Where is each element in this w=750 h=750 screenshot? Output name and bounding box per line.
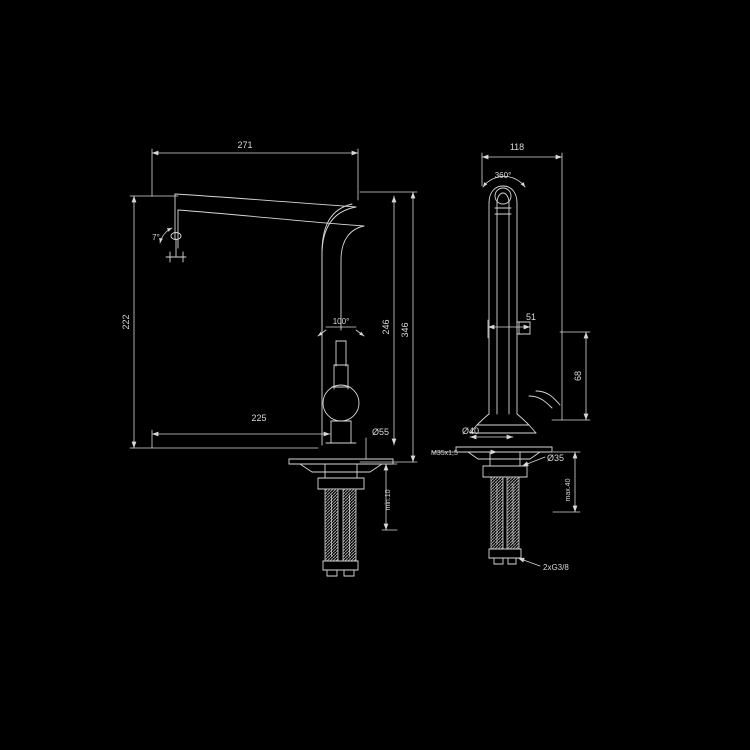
dimension-labels: 271 222 346 246 225 Ø55 7° 100° min.10 1… [121, 140, 583, 572]
dim-spout-swivel-angle: 100° [333, 317, 350, 326]
dim-spout-height: 246 [381, 319, 391, 334]
dim-handle-angle: 7° [152, 233, 160, 242]
dim-shank-diameter: Ø35 [547, 453, 564, 463]
dim-base-to-spout-center: 225 [251, 413, 266, 423]
dim-swivel-range: 360° [495, 171, 512, 180]
dim-thread: M35x1,5 [431, 450, 458, 457]
dim-min-thickness: min.10 [385, 489, 392, 510]
dim-supply-connection: 2xG3/8 [543, 563, 569, 572]
dim-overall-reach: 271 [237, 140, 252, 150]
dim-base-diameter: Ø55 [372, 427, 389, 437]
dim-handle-offset: 51 [526, 312, 536, 322]
front-view-dimensions [129, 148, 418, 531]
dim-side-width: 118 [510, 142, 524, 152]
dim-body-diameter: Ø40 [462, 426, 479, 436]
dim-max-thickness: max.40 [565, 478, 572, 501]
dim-height-handle-pivot: 222 [121, 314, 131, 329]
side-view-geometry [455, 185, 561, 565]
dim-lower-body-height: 68 [573, 371, 583, 381]
dim-overall-height: 346 [400, 322, 410, 337]
side-view-dimensions [431, 152, 591, 567]
front-view-geometry [165, 193, 394, 577]
